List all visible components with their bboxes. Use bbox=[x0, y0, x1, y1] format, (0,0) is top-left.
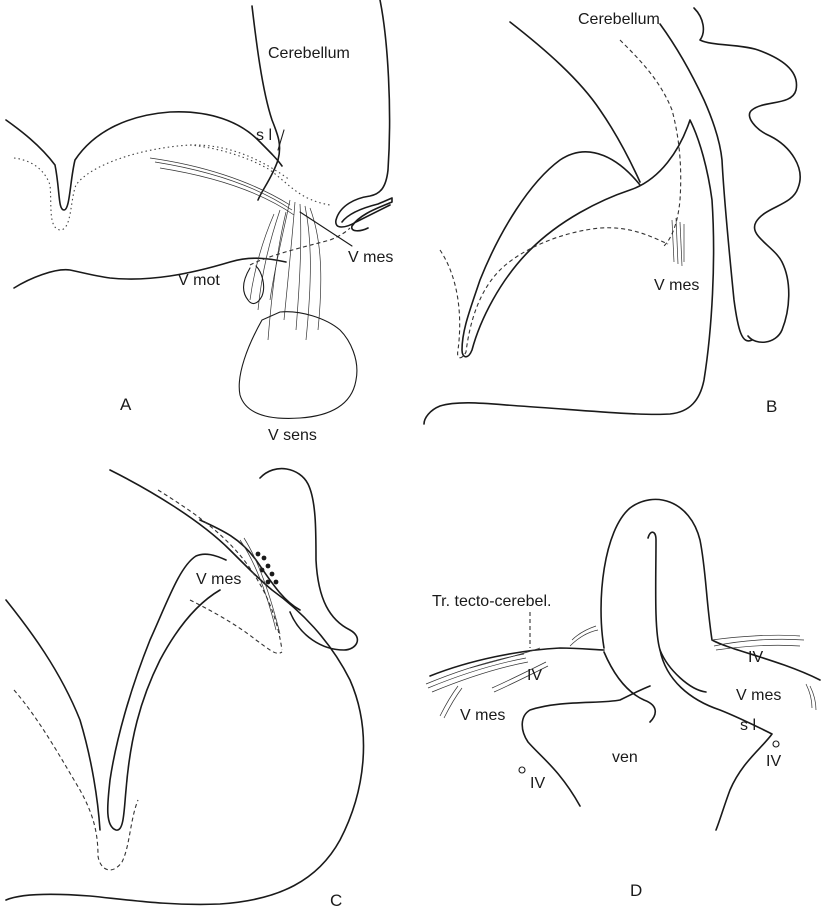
panel-d-letter: D bbox=[630, 881, 642, 900]
panel-a-cerebellum-label: Cerebellum bbox=[268, 45, 350, 62]
panel-d-iv-left-label: IV bbox=[527, 667, 542, 684]
panel-d-iv-nucleus-left bbox=[519, 767, 525, 773]
panel-c: V mes C bbox=[6, 469, 363, 910]
panel-b-cerebellum-label: Cerebellum bbox=[578, 11, 660, 28]
panel-d-s1-label: s l bbox=[740, 717, 756, 734]
panel-b: Cerebellum V mes B bbox=[424, 8, 800, 424]
panel-a-vsens-outline bbox=[239, 312, 357, 419]
panel-b-left-outline bbox=[510, 22, 640, 182]
panel-c-dashed-mid bbox=[190, 600, 282, 653]
panel-c-ridge bbox=[200, 520, 300, 610]
panel-a-dorsal-outline bbox=[6, 112, 282, 210]
panel-d-vmes-right-label: V mes bbox=[736, 687, 781, 704]
panel-d-left-dorsal bbox=[430, 648, 604, 676]
panel-d-tr-tecto-label: Tr. tecto-cerebel. bbox=[432, 593, 551, 610]
panel-a-groove-dotted bbox=[14, 145, 290, 230]
panel-a-vmot-nucleus bbox=[244, 266, 264, 303]
panel-b-main-outline bbox=[424, 120, 714, 424]
panel-c-inner-wall bbox=[108, 554, 226, 830]
panel-c-outer-outline bbox=[6, 470, 363, 904]
panel-a-s1-label: s l bbox=[256, 127, 272, 144]
panel-b-vmes-label: V mes bbox=[654, 277, 699, 294]
panel-b-inner-dashed bbox=[440, 228, 668, 358]
panel-d-iv-nucleus-right bbox=[773, 741, 779, 747]
panel-d-ven-label: ven bbox=[612, 749, 638, 766]
panel-a-cerebellum-outline-right bbox=[336, 0, 390, 227]
panel-c-dashed-lower bbox=[14, 690, 138, 870]
panel-b-cerebellum-fold bbox=[694, 8, 800, 342]
panel-c-left-outline bbox=[6, 600, 100, 830]
panel-a-letter: A bbox=[120, 395, 132, 414]
panel-d-vmes-left-label: V mes bbox=[460, 707, 505, 724]
panel-a: Cerebellum s l V mes V mot V sens A bbox=[6, 0, 393, 444]
panel-a-vmes-label: V mes bbox=[348, 249, 393, 266]
panel-c-letter: C bbox=[330, 891, 342, 910]
panel-a-ventral-outline bbox=[14, 258, 286, 288]
panel-d-iv-bottom-left-label: IV bbox=[530, 775, 545, 792]
panel-c-vmes-label: V mes bbox=[196, 571, 241, 588]
panel-a-vsens-label: V sens bbox=[268, 427, 317, 444]
panel-d-midline-tube bbox=[601, 499, 820, 680]
panel-c-lateral-lobe bbox=[260, 469, 357, 650]
panel-d-iv-bottom-right-label: IV bbox=[766, 753, 781, 770]
panel-a-vmot-label: V mot bbox=[178, 272, 220, 289]
panel-d-fibers bbox=[426, 626, 816, 718]
panel-d-ventricle-right-wall bbox=[660, 650, 772, 830]
panel-d: Tr. tecto-cerebel. IV IV V mes V mes s l… bbox=[426, 499, 820, 900]
panel-b-letter: B bbox=[766, 397, 777, 416]
panel-d-iv-right-label: IV bbox=[748, 649, 763, 666]
panel-d-inner-tube bbox=[648, 532, 706, 692]
panel-b-vmes-fibers bbox=[672, 218, 684, 266]
panel-b-cerebellum-dashed bbox=[620, 40, 681, 246]
